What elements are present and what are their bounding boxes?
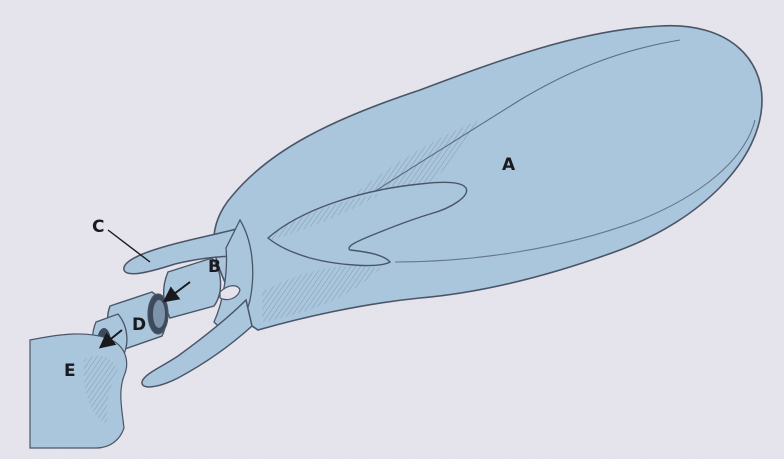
label-b: B	[208, 257, 221, 277]
structure-e-base	[30, 334, 127, 448]
label-e: E	[64, 361, 76, 381]
segment-d-lumen	[153, 300, 165, 328]
label-a: A	[502, 155, 516, 175]
label-d: D	[132, 315, 146, 335]
label-c: C	[92, 217, 104, 237]
